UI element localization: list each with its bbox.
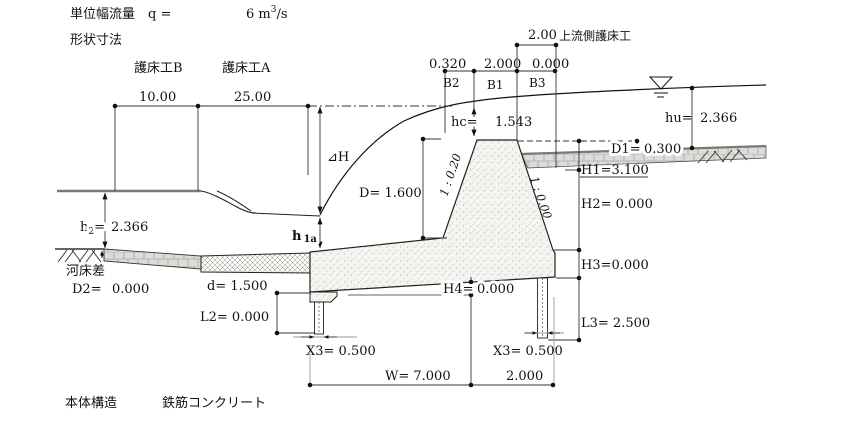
- gosho-b-label: 護床工B: [134, 60, 183, 76]
- b3-label: B3: [529, 76, 545, 90]
- gosho-b-length: 10.00: [139, 90, 176, 105]
- upstream-bed: [520, 144, 767, 169]
- text-labels: 単位幅流量 q = 6 m3/s 形状寸法 護床工B 護床工A 10.00 25…: [65, 5, 737, 411]
- x3-left-dim: X3= 0.500: [306, 344, 376, 359]
- b2-label: B2: [443, 76, 459, 90]
- d1-value: 0.300: [644, 142, 681, 157]
- water-surface-profile: [319, 76, 767, 216]
- gosho-a-label: 護床工A: [222, 60, 271, 76]
- bank-scour-curve: [200, 190, 257, 214]
- hc-label: hc=: [451, 115, 478, 130]
- x3-right-dim: X3= 0.500: [493, 344, 563, 359]
- h4-label: H4=: [443, 282, 474, 297]
- structure-value: 鉄筋コンクリート: [162, 395, 266, 411]
- w-dim: W= 7.000: [385, 369, 451, 384]
- kashosa-label: 河床差: [66, 264, 105, 279]
- b1-dim: 2.000: [484, 57, 521, 72]
- ground-hatch-left-icon: [57, 249, 102, 263]
- b2-dim: 0.320: [429, 57, 466, 72]
- h2-depth-value: 2.366: [111, 220, 148, 235]
- gosho-a-length: 25.00: [234, 90, 271, 105]
- d-small-dim: d= 1.500: [207, 279, 268, 294]
- discharge-value: 6 m3/s: [246, 5, 288, 22]
- ground-hatch-right-icon: [697, 148, 748, 164]
- h3-dim: H3=0.000: [581, 258, 649, 273]
- downstream-bed: [55, 189, 321, 274]
- b1-label: B1: [487, 78, 503, 92]
- weir-body: [309, 139, 556, 339]
- downstream-apron-protection-slab: [103, 248, 202, 270]
- l3-dim: L3= 2.500: [581, 316, 650, 331]
- b3-dim: 0.000: [532, 57, 569, 72]
- hu-label: hu=: [665, 111, 693, 126]
- h1-dim: H1=3.100: [581, 163, 649, 178]
- shape-title: 形状寸法: [70, 33, 122, 48]
- d-dim-label: D= 1.600: [359, 186, 422, 201]
- h2-depth-label: h2=: [80, 220, 105, 237]
- downstream-protection-block: [200, 252, 311, 274]
- upstream-protection-label: 上流側護床工: [559, 28, 631, 43]
- d1-label: D1=: [611, 142, 641, 157]
- structure-label: 本体構造: [65, 396, 117, 411]
- hu-value: 2.366: [700, 111, 737, 126]
- h4-value: 0.000: [477, 282, 514, 297]
- weir-body-outline: [309, 139, 556, 293]
- tailwater-line: [251, 212, 321, 217]
- d2-value: 0.000: [112, 282, 149, 297]
- discharge-title: 単位幅流量 q =: [70, 6, 171, 22]
- h2-dim: H2= 0.000: [581, 197, 653, 212]
- dimension-dots: [112, 42, 695, 388]
- upstream-protection-length: 2.00: [528, 28, 557, 43]
- water-level-icon: [648, 76, 674, 98]
- delta-h-label: ⊿H: [327, 150, 349, 165]
- hc-value: 1.543: [495, 115, 532, 130]
- l2-dim: L2= 0.000: [200, 310, 269, 325]
- d2-label: D2=: [72, 282, 102, 297]
- dimension-lines: [100, 42, 695, 388]
- weir-left-foot: [309, 291, 338, 303]
- bank-scour-curve-2: [216, 190, 252, 212]
- w-right-dim: 2.000: [506, 369, 543, 384]
